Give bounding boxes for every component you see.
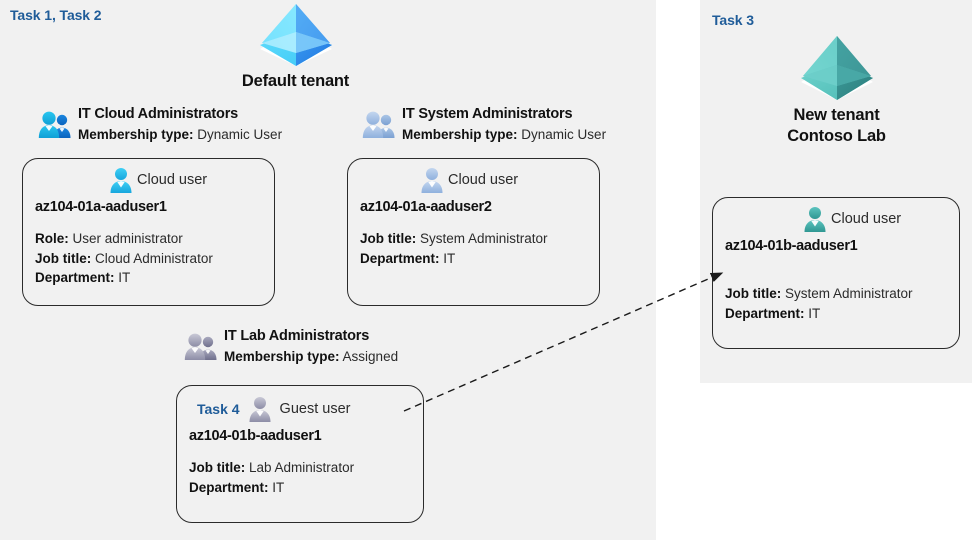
user-card-az104-01a-aaduser1[interactable]: Cloud user az104-01a-aaduser1 Role: User… <box>22 158 275 306</box>
user-card-az104-01a-aaduser2[interactable]: Cloud user az104-01a-aaduser2 Job title:… <box>347 158 600 306</box>
user-type: Cloud user <box>831 211 902 227</box>
attr-label: Department: <box>360 250 440 266</box>
user-name: az104-01b-aaduser1 <box>189 428 322 444</box>
group-name: IT Lab Administrators <box>224 328 370 344</box>
user-attribute-department: Department: IT <box>360 249 587 269</box>
user-type: Guest user <box>279 401 351 417</box>
user-attribute-department: Department: IT <box>189 478 411 498</box>
group-users-icon <box>362 110 396 140</box>
attr-value: System Administrator <box>785 286 913 301</box>
default-tenant-panel <box>0 0 656 540</box>
attr-value: IT <box>808 305 821 321</box>
group-membership: Membership type: Dynamic User <box>78 125 282 144</box>
task-label-right: Task 3 <box>712 12 754 28</box>
task-label-left: Task 1, Task 2 <box>10 7 102 23</box>
membership-value: Dynamic User <box>197 126 283 142</box>
user-card-az104-01b-aaduser1-cloud[interactable]: Cloud user az104-01b-aaduser1 Job title:… <box>712 197 960 349</box>
task-label-inline: Task 4 <box>197 401 240 417</box>
user-name: az104-01a-aaduser2 <box>360 199 492 215</box>
user-attribute-job-title: Job title: Cloud Administrator <box>35 249 262 269</box>
azure-tenant-icon <box>228 2 363 68</box>
user-attribute-job-title: Job title: System Administrator <box>725 284 947 304</box>
new-tenant-block: New tenant Contoso Lab <box>744 32 929 146</box>
attr-label: Job title: <box>725 286 782 301</box>
attr-value: Cloud Administrator <box>95 250 213 266</box>
group-name: IT Cloud Administrators <box>78 106 239 122</box>
user-attribute-department: Department: IT <box>725 304 947 324</box>
group-users-icon <box>184 332 218 362</box>
user-attribute-role: Role: User administrator <box>35 229 262 249</box>
group-membership: Membership type: Assigned <box>224 347 398 366</box>
user-name: az104-01a-aaduser1 <box>35 199 167 215</box>
default-tenant-block: Default tenant <box>228 2 363 91</box>
user-attribute-job-title: Job title: Lab Administrator <box>189 458 411 478</box>
user-type: Cloud user <box>137 172 208 188</box>
attr-value: Lab Administrator <box>249 460 355 475</box>
membership-label: Membership type: <box>402 126 518 142</box>
new-tenant-caption-line2: Contoso Lab <box>787 127 886 145</box>
azure-tenant-icon <box>744 32 929 102</box>
cloud-user-icon <box>420 167 444 193</box>
attr-label: Job title: <box>189 460 246 475</box>
group-it-system-administrators: IT System Administrators Membership type… <box>362 104 606 144</box>
group-name: IT System Administrators <box>402 106 573 122</box>
group-it-lab-administrators: IT Lab Administrators Membership type: A… <box>184 326 398 366</box>
user-attribute-job-title: Job title: System Administrator <box>360 229 587 249</box>
group-users-icon <box>38 110 72 140</box>
attr-label: Role: <box>35 231 69 246</box>
group-membership: Membership type: Dynamic User <box>402 125 606 144</box>
attr-label: Job title: <box>35 250 92 266</box>
membership-label: Membership type: <box>78 126 194 142</box>
attr-label: Department: <box>189 479 269 495</box>
attr-label: Job title: <box>360 231 417 246</box>
default-tenant-caption: Default tenant <box>241 72 350 90</box>
attr-value: System Administrator <box>420 231 548 246</box>
attr-value: IT <box>443 250 456 266</box>
cloud-user-icon <box>109 167 133 193</box>
user-card-az104-01b-aaduser1-guest[interactable]: Task 4 Guest user az104-01b-aaduser1 Job… <box>176 385 424 523</box>
user-attribute-department: Department: IT <box>35 268 262 288</box>
membership-value: Dynamic User <box>521 126 607 142</box>
group-it-cloud-administrators: IT Cloud Administrators Membership type:… <box>38 104 282 144</box>
membership-label: Membership type: <box>224 348 340 364</box>
attr-value: User administrator <box>72 231 183 246</box>
guest-user-icon <box>248 396 272 422</box>
attr-label: Department: <box>35 270 115 286</box>
attr-value: IT <box>118 270 131 286</box>
cloud-user-icon <box>803 206 827 232</box>
user-type: Cloud user <box>448 172 519 188</box>
new-tenant-caption-line1: New tenant <box>793 106 880 124</box>
attr-value: IT <box>272 479 285 495</box>
membership-value: Assigned <box>342 348 399 364</box>
attr-label: Department: <box>725 305 805 321</box>
user-name: az104-01b-aaduser1 <box>725 238 858 254</box>
